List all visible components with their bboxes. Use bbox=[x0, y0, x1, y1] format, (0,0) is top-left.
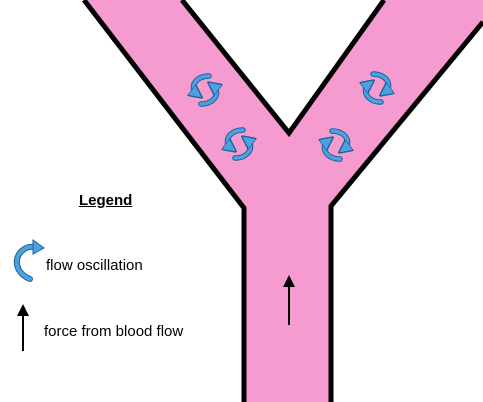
flow-oscillation-icon bbox=[17, 240, 44, 279]
legend-title: Legend bbox=[79, 192, 132, 209]
force-arrow-icon bbox=[17, 304, 29, 351]
legend-label-flow-oscillation: flow oscillation bbox=[46, 257, 143, 274]
y-vessel bbox=[84, 0, 483, 402]
legend-label-force: force from blood flow bbox=[44, 323, 183, 340]
